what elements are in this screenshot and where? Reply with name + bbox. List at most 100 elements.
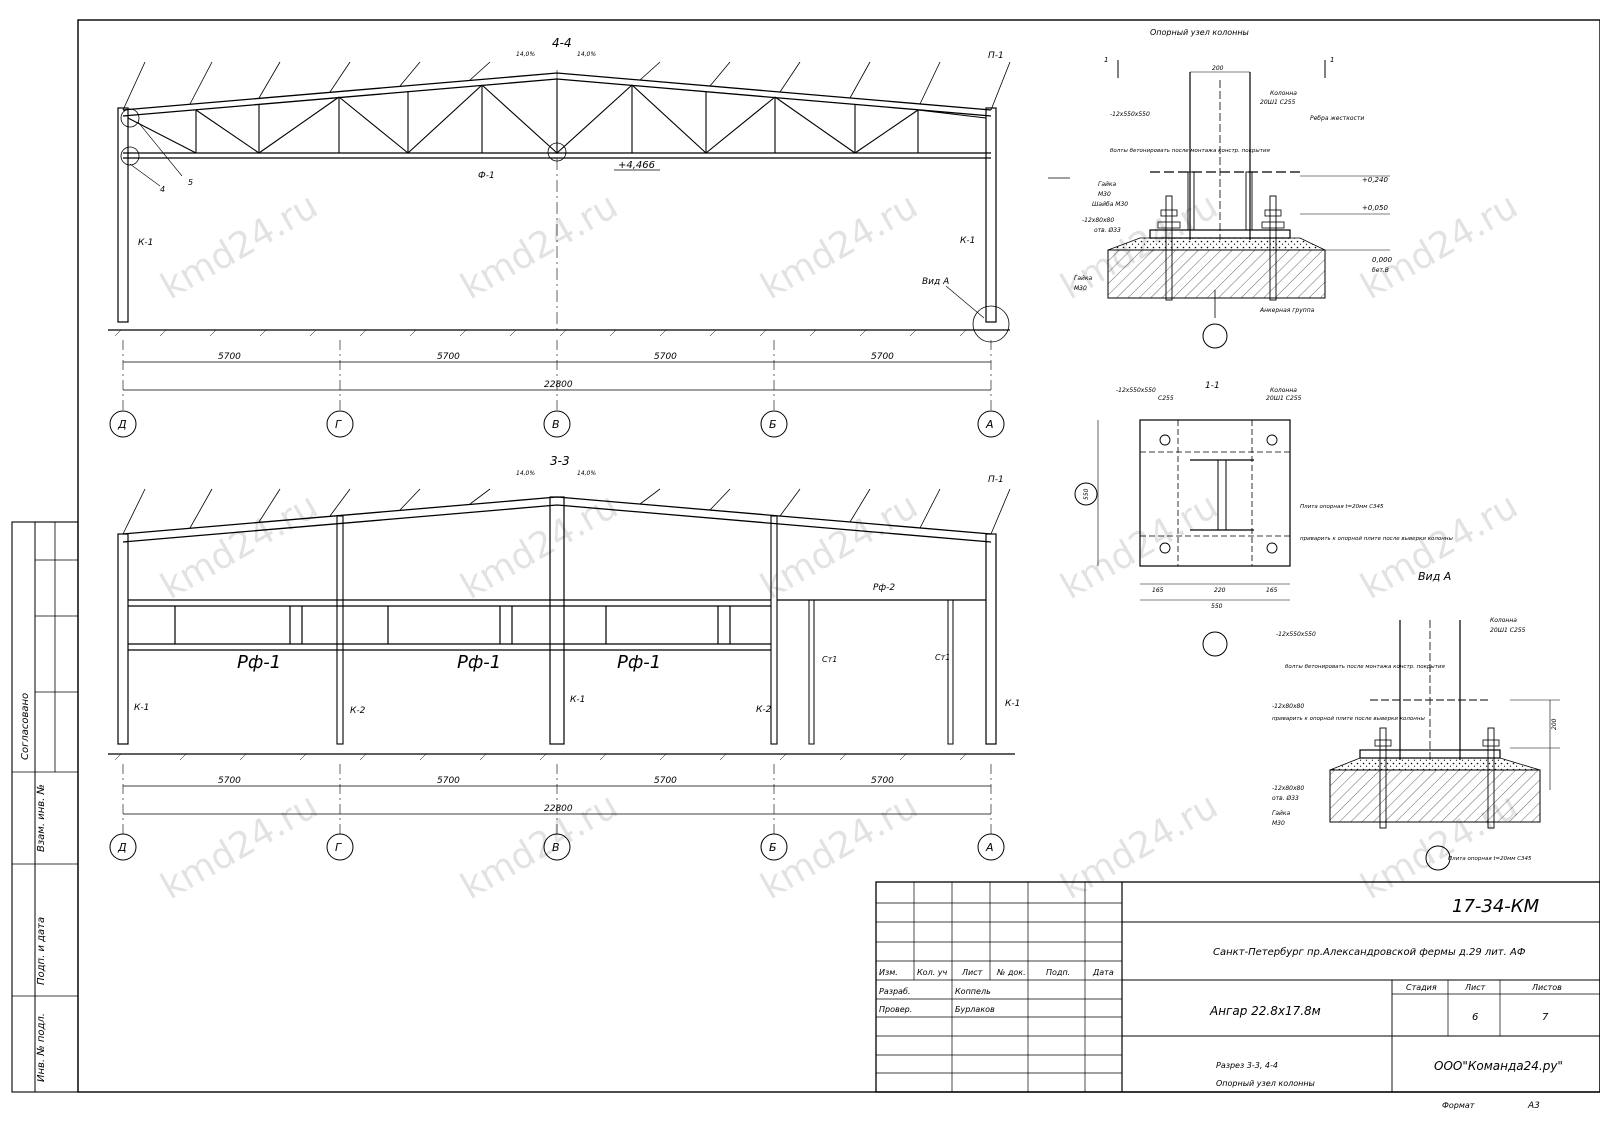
plan-dim-220: 220 bbox=[1214, 587, 1226, 594]
plate2-label: -12х80х80 bbox=[1082, 217, 1114, 224]
plan-col-profile: 20Ш1 С255 bbox=[1266, 395, 1302, 402]
dim-total-33: 22800 bbox=[544, 804, 573, 814]
girt-label-1: Рф-1 bbox=[237, 652, 281, 673]
col-k2-label-g: К-2 bbox=[350, 706, 366, 716]
watermark-2: kmd24.ru bbox=[454, 185, 625, 307]
stamp-sign-date: Подп. и дата bbox=[36, 917, 47, 985]
row2-name: Бурлаков bbox=[955, 1005, 995, 1014]
nut-label-bottom: Гайка bbox=[1074, 275, 1093, 282]
col-k2-label-b: К-2 bbox=[756, 705, 772, 715]
view-a-weld-note: приварить к опорной плите после выверки … bbox=[1272, 716, 1425, 722]
view-a-marker bbox=[972, 305, 1010, 343]
col-k1-label-d: К-1 bbox=[134, 703, 149, 713]
sheet-label: Лист bbox=[1464, 983, 1486, 992]
object-address: Санкт-Петербург пр.Александровской фермы… bbox=[1213, 946, 1526, 958]
level-zero: 0,000 bbox=[1372, 256, 1393, 264]
view-a-title: Вид А bbox=[1418, 570, 1451, 583]
watermark-12: kmd24.ru bbox=[454, 785, 625, 907]
watermark-14: kmd24.ru bbox=[1054, 785, 1225, 907]
format-label: Формат bbox=[1442, 1101, 1475, 1110]
sheet-number: 6 bbox=[1472, 1012, 1478, 1023]
nut-label: Гайка bbox=[1098, 181, 1117, 188]
rib-label: Ребра жесткости bbox=[1310, 115, 1364, 122]
axis-bubble-33-b: Б bbox=[769, 841, 777, 854]
plan-dim-165-right: 165 bbox=[1266, 587, 1278, 594]
anchor-label: Анкерная группа bbox=[1259, 307, 1315, 314]
watermark-6: kmd24.ru bbox=[154, 485, 325, 607]
section-1-1-title: 1-1 bbox=[1205, 381, 1220, 391]
plan-weld-note: приварить к опорной плите после выверки … bbox=[1300, 536, 1453, 542]
column-k1-v bbox=[549, 496, 565, 745]
dim-span-33-1: 5700 bbox=[218, 776, 241, 786]
column-k2-g bbox=[336, 515, 344, 745]
watermark-3: kmd24.ru bbox=[754, 185, 925, 307]
dim-span-33-2: 5700 bbox=[437, 776, 460, 786]
dim-span-1: 5700 bbox=[218, 352, 241, 362]
nut-size: М30 bbox=[1098, 191, 1111, 198]
column-label-left: К-1 bbox=[138, 238, 153, 248]
column-k2-b bbox=[770, 515, 778, 745]
sheet-title-1: Разрез 3-3, 4-4 bbox=[1216, 1061, 1278, 1070]
watermark-1: kmd24.ru bbox=[154, 185, 325, 307]
stamp-inv-zam: Взам. инв. № bbox=[36, 784, 47, 852]
dim-span-33-4: 5700 bbox=[871, 776, 894, 786]
view-a-plate2-b: -12х80х80 bbox=[1272, 785, 1304, 792]
level-top: +0,240 bbox=[1362, 176, 1388, 184]
plan-dim-550-bottom: 550 bbox=[1211, 603, 1223, 610]
dim-span-4: 5700 bbox=[871, 352, 894, 362]
column-base-detail: Опорный узел колонны 200 1 1 Колонна 20Ш bbox=[1048, 28, 1393, 349]
title-block: Изм. Кол. уч Лист № док. Подп. Дата Разр… bbox=[875, 881, 1600, 1111]
stamp-agreed: Согласовано bbox=[20, 693, 31, 760]
section-1-1-detail: 1-1 550 165 220 165 550 -12х550х550 С255… bbox=[1074, 381, 1453, 657]
plan-plate-label: -12х550х550 bbox=[1116, 387, 1156, 394]
view-a-hole: отв. Ø33 bbox=[1272, 795, 1299, 802]
truss-level-mark: +4,466 bbox=[618, 160, 655, 171]
view-a-plate2: -12х80х80 bbox=[1272, 703, 1304, 710]
truss-label: Ф-1 bbox=[478, 171, 495, 181]
sheets-label: Листов bbox=[1531, 983, 1562, 992]
plan-col-label: Колонна bbox=[1270, 387, 1297, 394]
th-ndok: № док. bbox=[996, 968, 1026, 977]
girt-label-3: Рф-1 bbox=[617, 652, 661, 673]
dim-width-200: 200 bbox=[1212, 65, 1224, 72]
column-k1-d bbox=[117, 533, 129, 745]
svg-text:1: 1 bbox=[1104, 56, 1108, 64]
view-a-bolt-note: болты бетонировать после монтажа констр.… bbox=[1285, 664, 1446, 670]
dim-total: 22800 bbox=[544, 380, 573, 390]
row1-name: Коппель bbox=[955, 987, 991, 996]
view-a-nut-size: М30 bbox=[1272, 820, 1285, 827]
view-a-col-profile: 20Ш1 С255 bbox=[1490, 627, 1526, 634]
th-podp: Подп. bbox=[1046, 968, 1070, 977]
slope-label-left-33: 14,0% bbox=[516, 470, 535, 477]
section-3-3-title: 3-3 bbox=[550, 454, 570, 468]
axis-bubble-33-a: А bbox=[985, 841, 994, 854]
th-list: Лист bbox=[961, 968, 983, 977]
section-3-3: 3-3 14,0% 14,0% П-1 Рф bbox=[108, 454, 1020, 861]
axis-bubble-a: А bbox=[985, 418, 994, 431]
purlin-label: П-1 bbox=[988, 51, 1004, 61]
slope-label-left: 14,0% bbox=[516, 51, 535, 58]
slope-label-right-33: 14,0% bbox=[577, 470, 596, 477]
column-right bbox=[985, 107, 997, 323]
washer-label: Шайба М30 bbox=[1092, 201, 1128, 208]
girt-label-rf2: Рф-2 bbox=[873, 583, 895, 593]
axis-bubble-33-d: Д bbox=[117, 841, 127, 854]
axis-bubble-v: В bbox=[552, 418, 560, 431]
dim-span-33-3: 5700 bbox=[654, 776, 677, 786]
plan-dim-165-left: 165 bbox=[1152, 587, 1164, 594]
plan-dim-550-left: 550 bbox=[1083, 488, 1090, 500]
hole-label: отв. Ø33 bbox=[1094, 227, 1121, 234]
plate-label-left: -12х550х550 bbox=[1110, 111, 1150, 118]
bolt-note: болты бетонировать после монтажа констр.… bbox=[1110, 148, 1271, 154]
level-zero-note: бет.В bbox=[1372, 267, 1389, 274]
axis-bubble-b: Б bbox=[769, 418, 777, 431]
view-a-detail: Вид А 200 Колонна 20Ш1 С255 -12х550х550 … bbox=[1272, 570, 1560, 871]
stamp-inv-orig: Инв. № подл. bbox=[36, 1013, 47, 1082]
stage-label: Стадия bbox=[1406, 983, 1437, 992]
stand-label-2: Ст1 bbox=[935, 653, 950, 662]
col-k1-label-v: К-1 bbox=[570, 695, 585, 705]
node-marker-5 bbox=[120, 108, 140, 128]
sheets-total: 7 bbox=[1542, 1012, 1549, 1023]
column-left bbox=[117, 107, 129, 323]
